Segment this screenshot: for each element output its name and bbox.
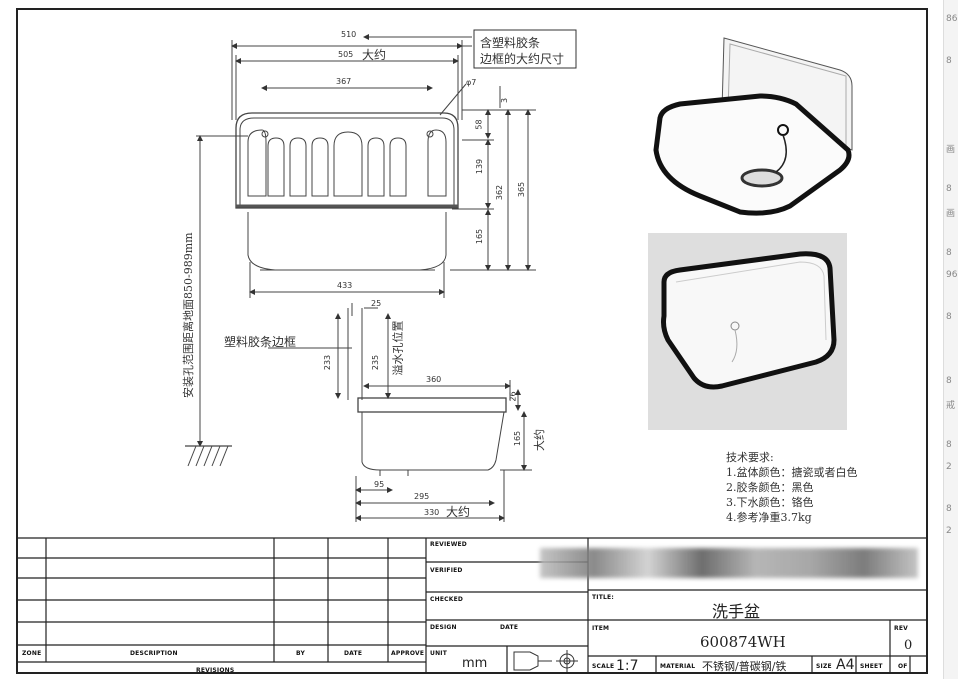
side-view [185, 303, 532, 522]
dim-360: 360 [426, 375, 442, 384]
size-value: A4 [836, 657, 855, 673]
fragment-text: 戒 [946, 401, 956, 411]
tech-req-title: 技术要求: [726, 451, 774, 464]
label-verified: VERIFIED [430, 567, 463, 574]
fragment-text: 8 [946, 312, 952, 322]
fragment-text: 96 [946, 270, 958, 280]
fragment-text: 画 [946, 145, 956, 155]
label-scale: SCALE [592, 663, 615, 670]
fragment-text: 8 [946, 440, 952, 450]
dim-165-note: 大约 [533, 429, 546, 451]
header-description: DESCRIPTION [130, 650, 178, 657]
redacted-company [540, 548, 918, 578]
dim-3: 3 [500, 97, 510, 104]
dim-165: 165 [475, 228, 485, 245]
rev-value: 0 [904, 638, 913, 653]
fragment-text: 画 [946, 209, 956, 219]
label-sheet: SHEET [860, 663, 883, 670]
dim-58: 58 [474, 119, 484, 130]
dim-433: 433 [337, 281, 353, 290]
fragment-text: 8 [946, 376, 952, 386]
tech-req-item: 3.下水颜色：铬色 [726, 496, 814, 509]
dim-25: 25 [371, 299, 382, 308]
dim-26: 26 [508, 391, 518, 402]
callout-line2: 边框的大约尺寸 [480, 52, 565, 66]
fragment-text: 8 [946, 504, 952, 514]
label-unit: UNIT [430, 650, 448, 657]
label-design-date: DATE [500, 624, 519, 631]
label-size: SIZE [816, 663, 832, 670]
dim-233: 233 [323, 354, 333, 371]
dim-235: 235 [371, 354, 381, 371]
dim-505: 505 [338, 50, 354, 59]
label-checked: CHECKED [430, 596, 464, 603]
dim-165-side: 165 [513, 430, 523, 447]
header-revisions: REVISIONS [196, 667, 235, 674]
label-reviewed: REVIEWED [430, 541, 467, 548]
scale-value: 1:7 [616, 658, 639, 674]
fragment-text: 86 [946, 14, 958, 24]
label-design: DESIGN [430, 624, 457, 631]
dim-367: 367 [336, 77, 352, 86]
header-by: BY [296, 650, 305, 657]
dim-365: 365 [517, 181, 527, 198]
product-photo [648, 233, 847, 430]
dim-139: 139 [475, 158, 485, 175]
header-zone: ZONE [22, 650, 42, 657]
tech-req-item: 1.盆体颜色：搪瓷或者白色 [726, 466, 858, 479]
drawing-sheet [16, 8, 928, 674]
dim-295: 295 [414, 492, 430, 501]
unit-value: mm [462, 656, 488, 671]
title-block-grid [16, 537, 928, 674]
label-title: TITLE: [592, 594, 614, 601]
projection-symbol-icon [513, 650, 578, 672]
tech-req-item: 2.胶条颜色：黑色 [726, 481, 814, 494]
dim-362: 362 [495, 184, 505, 201]
dim-95: 95 [374, 480, 385, 489]
tech-req-item: 4.参考净重3.7kg [726, 511, 812, 524]
rubber-edge-label: 塑料胶条边框 [224, 335, 297, 349]
adjacent-window-strip: 86 8 画 8 画 8 96 8 8 戒 8 2 8 2 [943, 0, 958, 679]
fragment-text: 2 [946, 462, 952, 472]
overflow-hole-label: 溢水孔位置 [391, 320, 405, 376]
drawing-title: 洗手盆 [712, 602, 761, 621]
isometric-render [653, 37, 853, 216]
callout-line1: 含塑料胶条 [480, 36, 541, 50]
fragment-text: 8 [946, 248, 952, 258]
label-material: MATERIAL [660, 663, 696, 670]
label-item: ITEM [592, 625, 610, 632]
fragment-text: 8 [946, 184, 952, 194]
install-height-note: 安装孔范围距离地面850-989mm [182, 232, 195, 398]
dim-510: 510 [341, 30, 357, 39]
header-date: DATE [344, 650, 363, 657]
dim-phi7: φ7 [466, 78, 477, 87]
dim-330: 330 [424, 508, 440, 517]
tech-requirements: 技术要求: 1.盆体颜色：搪瓷或者白色 2.胶条颜色：黑色 3.下水颜色：铬色 … [726, 450, 858, 525]
front-view [196, 29, 577, 447]
item-number: 600874WH [700, 633, 786, 651]
fragment-text: 8 [946, 56, 952, 66]
header-approve: APPROVE [391, 650, 425, 657]
fragment-text: 2 [946, 526, 952, 536]
label-of: OF [898, 663, 908, 670]
dim-330-note: 大约 [446, 505, 471, 519]
dim-505-note: 大约 [362, 48, 387, 62]
label-rev: REV [894, 625, 908, 632]
material-value: 不锈钢/普碳钢/铁 [702, 660, 787, 673]
